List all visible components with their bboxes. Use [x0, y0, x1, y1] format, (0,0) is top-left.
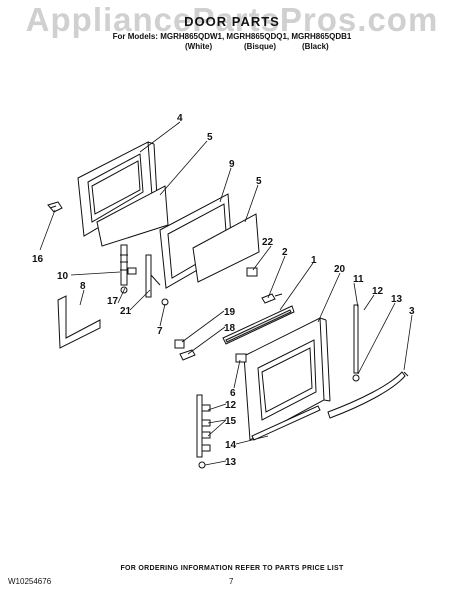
- color-bisque: (Bisque): [244, 42, 276, 51]
- callout-2: 2: [282, 247, 288, 258]
- callout-11: 11: [353, 274, 364, 285]
- callout-labels: 4 5 9 5 16 22 2 1 20 11 12 13 3 10 8 17 …: [32, 113, 415, 468]
- callout-19: 19: [224, 307, 236, 318]
- models-line: For Models: MGRH865QDW1, MGRH865QDQ1, MG…: [112, 32, 352, 41]
- part-glass-panel-right: [192, 213, 260, 283]
- color-black: (Black): [302, 42, 329, 51]
- callout-14: 14: [225, 440, 237, 451]
- callout-17: 17: [107, 296, 119, 307]
- callout-1: 1: [311, 255, 317, 266]
- part-bottom-trim: [251, 405, 321, 441]
- callout-6: 6: [230, 388, 236, 399]
- watermark: AppliancePartsPros.com: [25, 1, 439, 38]
- part-hinge-assembly: [120, 244, 137, 294]
- callout-7: 7: [157, 326, 163, 337]
- part-handle-rod: [352, 304, 360, 382]
- callout-21: 21: [120, 306, 132, 317]
- callout-3: 3: [409, 306, 415, 317]
- part-side-bracket: [196, 394, 211, 469]
- callout-10: 10: [57, 271, 69, 282]
- callout-22: 22: [262, 237, 274, 248]
- callout-12a: 12: [372, 286, 384, 297]
- callout-4: 4: [177, 113, 183, 124]
- callout-8: 8: [80, 281, 86, 292]
- callout-13b: 13: [225, 457, 237, 468]
- leader-lines: [39, 121, 413, 466]
- callout-9: 9: [229, 159, 235, 170]
- callout-5a: 5: [207, 132, 213, 143]
- part-screws-22-2: [246, 267, 283, 304]
- part-clip-16: [47, 201, 63, 213]
- part-clips-19-18: [174, 339, 196, 361]
- document-id: W10254676: [8, 577, 52, 586]
- part-outer-door-panel: [235, 317, 331, 441]
- ordering-note: FOR ORDERING INFORMATION REFER TO PARTS …: [120, 565, 344, 572]
- part-door-handle: [327, 371, 409, 419]
- part-glass-panel-left: [96, 185, 169, 247]
- callout-16: 16: [32, 254, 44, 265]
- color-white: (White): [185, 42, 213, 51]
- callout-5b: 5: [256, 176, 262, 187]
- callout-18: 18: [224, 323, 236, 334]
- part-vent-strip: [222, 305, 295, 345]
- callout-13a: 13: [391, 294, 403, 305]
- callout-12b: 12: [225, 400, 237, 411]
- page-title: DOOR PARTS: [184, 14, 280, 29]
- page-number: 7: [229, 577, 234, 586]
- part-door-outer-frame: [77, 141, 158, 237]
- callout-20: 20: [334, 264, 346, 275]
- callout-15: 15: [225, 416, 237, 427]
- part-channel-8: [57, 295, 101, 349]
